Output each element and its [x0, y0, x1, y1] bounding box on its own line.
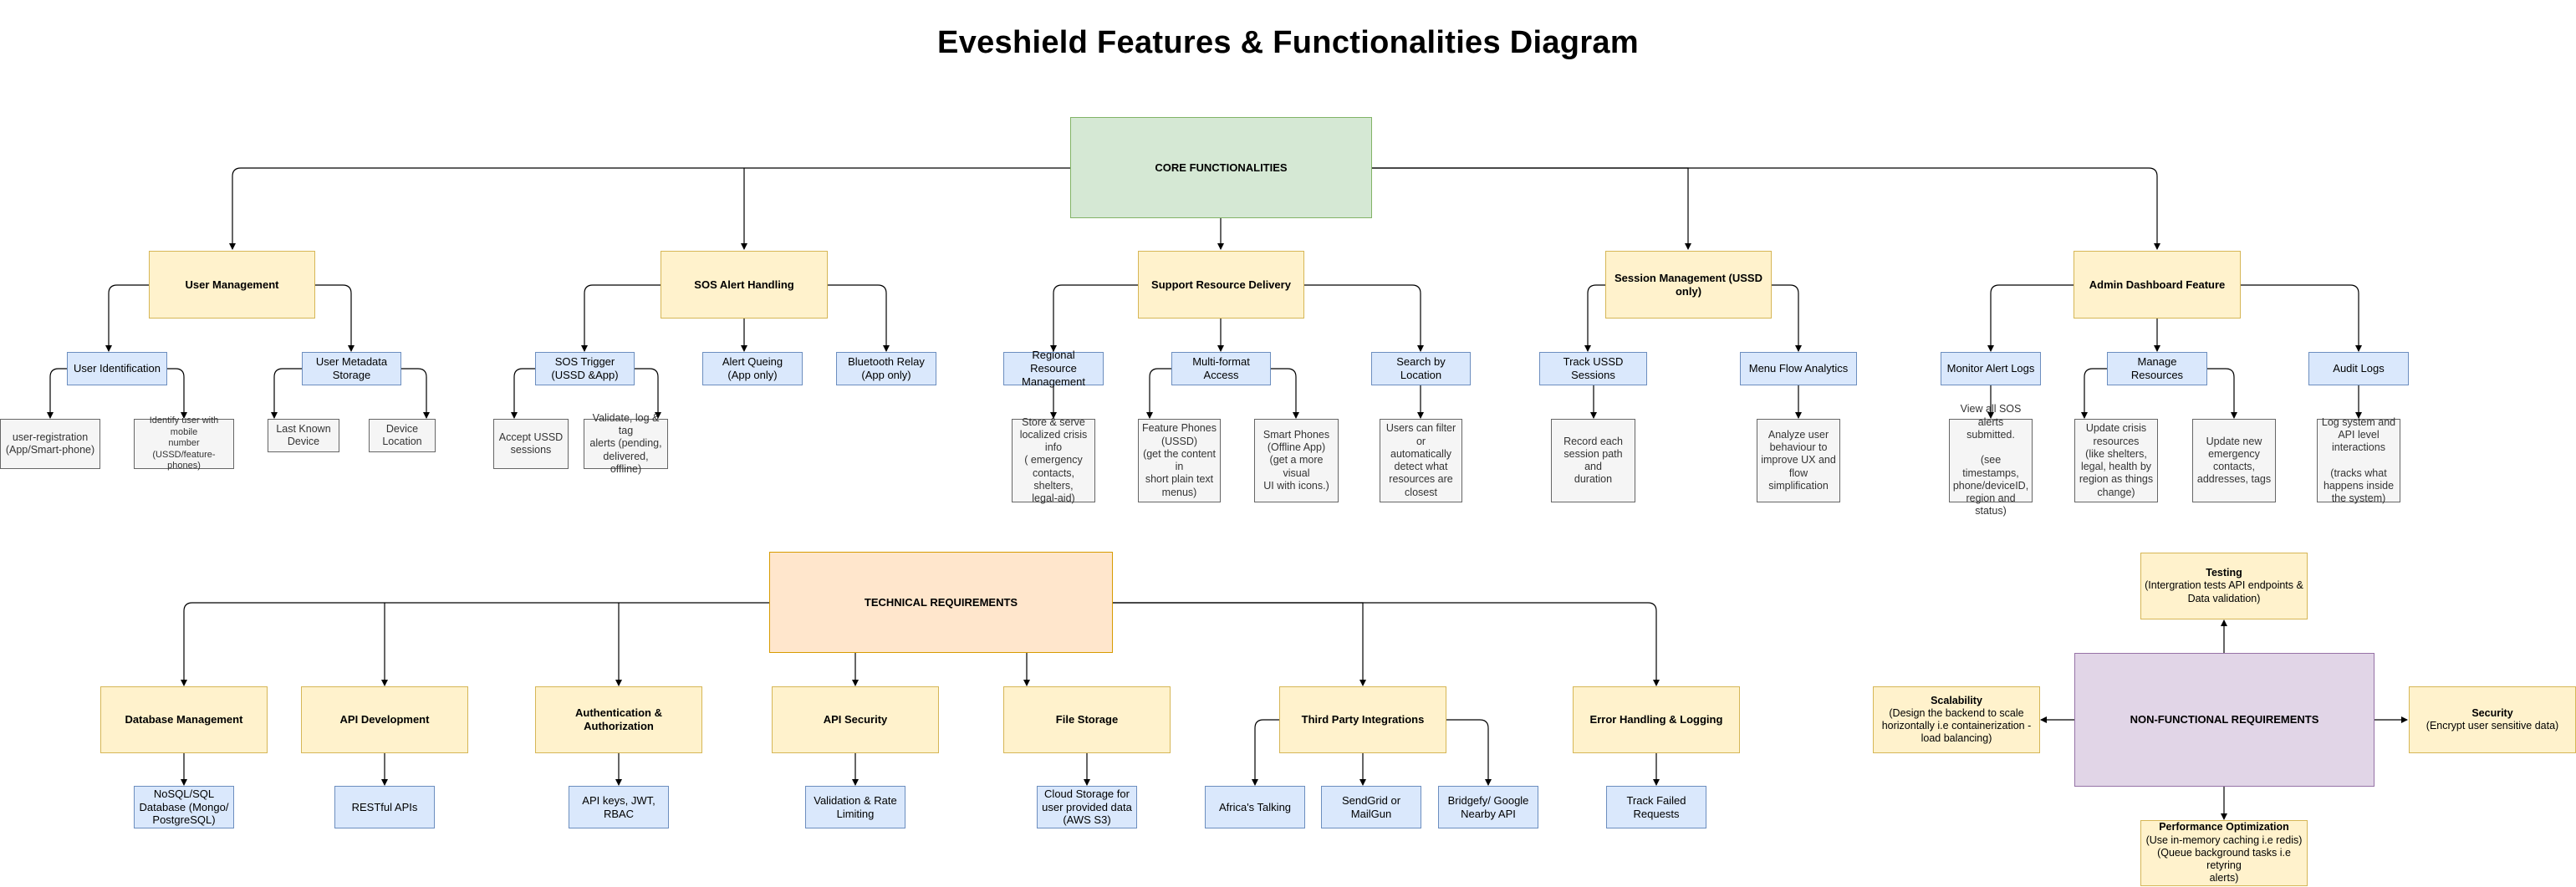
non-functional-requirements-node: NON-FUNCTIONAL REQUIREMENTS [2074, 653, 2375, 787]
performance-text: (Use in-memory caching i.e redis) (Queue… [2145, 833, 2303, 884]
search-by-location-node: Search by Location [1371, 352, 1471, 385]
cloud-storage-node: Cloud Storage for user provided data (AW… [1037, 786, 1137, 828]
identify-user-mobile-node: Identify user with mobile number (USSD/f… [134, 415, 234, 471]
users-filter-resources-node: Users can filter or automatically detect… [1380, 419, 1462, 502]
edge-meta-last-device [271, 368, 302, 419]
bluetooth-relay-node: Bluetooth Relay (App only) [836, 352, 936, 385]
edge-mf-smart [1271, 368, 1299, 419]
update-crisis-resources-node: Update crisis resources (like shelters, … [2074, 419, 2158, 502]
smart-phones-node: Smart Phones (Offline App) (get a more v… [1254, 419, 1339, 502]
monitor-alert-logs-node: Monitor Alert Logs [1941, 352, 2041, 385]
store-serve-crisis-info-node: Store & serve localized crisis info ( em… [1012, 416, 1095, 504]
edge-trigger-accept [511, 368, 535, 419]
validate-log-tag-node: Validate, log & tag alerts (pending, del… [584, 412, 668, 475]
database-management-node: Database Management [100, 686, 268, 753]
edge-tech-error [1113, 602, 1660, 686]
scalability-text: (Design the backend to scale horizontall… [1881, 706, 2032, 745]
edge-meta-location [401, 368, 430, 419]
accept-ussd-sessions-node: Accept USSD sessions [493, 419, 569, 469]
feature-phones-node: Feature Phones (USSD) (get the content i… [1138, 419, 1221, 502]
edge-ad-audit [2241, 284, 2362, 352]
device-location-node: Device Location [369, 419, 436, 452]
performance-optimization-node: Performance Optimization (Use in-memory … [2140, 820, 2308, 886]
user-registration-node: user-registration (App/Smart-phone) [0, 419, 100, 469]
api-development-node: API Development [301, 686, 468, 753]
technical-requirements-node: TECHNICAL REQUIREMENTS [769, 552, 1113, 653]
edge-tech-db [181, 602, 769, 686]
api-keys-jwt-node: API keys, JWT, RBAC [569, 786, 669, 828]
edge-srd-regional [1050, 284, 1138, 352]
edge-tech-third [1113, 602, 1366, 686]
edge-core-user-management [229, 167, 1070, 250]
user-management-node: User Management [149, 251, 315, 319]
api-security-node: API Security [772, 686, 939, 753]
security-node: Security (Encrypt user sensitive data) [2409, 686, 2576, 753]
security-text: (Encrypt user sensitive data) [2426, 720, 2559, 732]
admin-dashboard-node: Admin Dashboard Feature [2074, 251, 2241, 319]
edge-srd-search [1304, 284, 1424, 352]
restful-apis-node: RESTful APIs [334, 786, 435, 828]
last-known-device-node: Last Known Device [268, 419, 339, 452]
user-metadata-storage-node: User Metadata Storage [302, 352, 401, 385]
edge-ui-identify [167, 368, 187, 419]
africas-talking-node: Africa's Talking [1205, 786, 1305, 828]
analyze-user-behaviour-node: Analyze user behaviour to improve UX and… [1757, 419, 1840, 502]
edge-um-metadata [315, 284, 355, 352]
edge-core-admin [1372, 167, 2160, 250]
nosql-database-node: NoSQL/SQL Database (Mongo/ PostgreSQL) [134, 786, 234, 828]
audit-logs-node: Audit Logs [2308, 352, 2409, 385]
log-system-interactions-node: Log system and API level interactions (t… [2317, 416, 2400, 504]
record-session-path-node: Record each session path and duration [1551, 419, 1635, 502]
session-management-node: Session Management (USSD only) [1605, 251, 1772, 319]
multi-format-access-node: Multi-format Access [1171, 352, 1271, 385]
testing-node: Testing (Intergration tests API endpoint… [2140, 553, 2308, 619]
core-functionalities-node: CORE FUNCTIONALITIES [1070, 117, 1372, 218]
edge-mf-feature [1146, 368, 1171, 419]
testing-text: (Intergration tests API endpoints & Data… [2145, 579, 2303, 604]
sos-alert-handling-node: SOS Alert Handling [661, 251, 828, 319]
security-title: Security [2471, 706, 2513, 719]
sos-trigger-node: SOS Trigger (USSD &App) [535, 352, 635, 385]
testing-title: Testing [2206, 567, 2242, 579]
authentication-authorization-node: Authentication & Authorization [535, 686, 702, 753]
file-storage-node: File Storage [1003, 686, 1171, 753]
edge-ui-registration [47, 368, 67, 419]
edge-manage-update-crisis [2081, 368, 2107, 419]
update-emergency-contacts-node: Update new emergency contacts, addresses… [2192, 419, 2276, 502]
edge-manage-update-contacts [2207, 368, 2237, 419]
edge-sos-bluetooth [828, 284, 890, 352]
scalability-title: Scalability [1931, 694, 1982, 706]
performance-title: Performance Optimization [2159, 821, 2289, 833]
error-handling-logging-node: Error Handling & Logging [1573, 686, 1740, 753]
scalability-node: Scalability (Design the backend to scale… [1873, 686, 2040, 753]
edge-third-bridgefy [1446, 719, 1492, 786]
edge-sm-track [1584, 284, 1605, 352]
regional-resource-management-node: Regional Resource Management [1003, 349, 1104, 388]
manage-resources-node: Manage Resources [2107, 352, 2207, 385]
edge-sos-trigger [581, 284, 661, 352]
user-identification-node: User Identification [67, 352, 167, 385]
edge-trigger-validate [635, 368, 661, 419]
track-failed-requests-node: Track Failed Requests [1606, 786, 1706, 828]
alert-queing-node: Alert Queing (App only) [702, 352, 803, 385]
edge-sm-menu [1772, 284, 1802, 352]
view-sos-alerts-node: View all SOS alerts submitted. (see time… [1949, 403, 2033, 517]
track-ussd-sessions-node: Track USSD Sessions [1539, 352, 1647, 385]
bridgefy-google-nearby-node: Bridgefy/ Google Nearby API [1438, 786, 1538, 828]
edge-um-user-identification [105, 284, 149, 352]
third-party-integrations-node: Third Party Integrations [1279, 686, 1446, 753]
edge-ad-monitor [1987, 284, 2074, 352]
support-resource-delivery-node: Support Resource Delivery [1138, 251, 1304, 319]
sendgrid-mailgun-node: SendGrid or MailGun [1321, 786, 1421, 828]
edge-third-africas [1252, 719, 1279, 786]
validation-rate-limiting-node: Validation & Rate Limiting [805, 786, 905, 828]
edge-core-session [1372, 167, 1691, 250]
diagram-title: Eveshield Features & Functionalities Dia… [937, 25, 1639, 60]
menu-flow-analytics-node: Menu Flow Analytics [1740, 352, 1857, 385]
